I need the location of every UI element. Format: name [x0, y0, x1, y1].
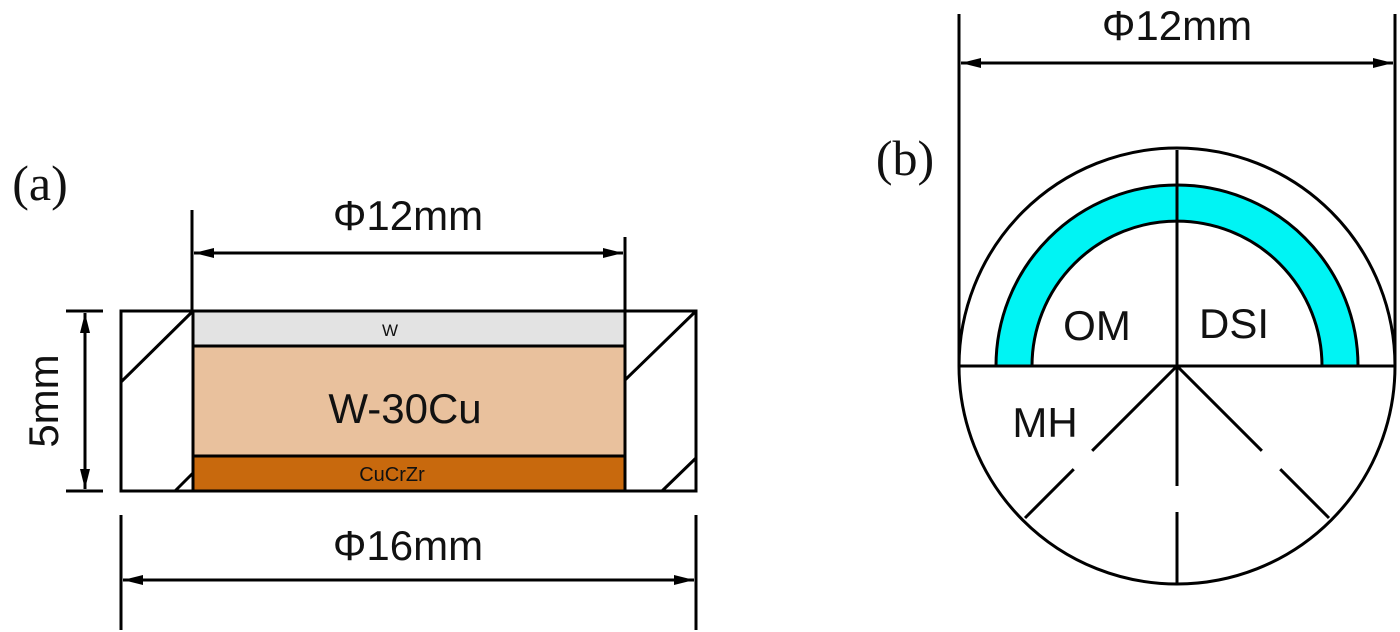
height-dimension-line: [66, 309, 103, 493]
w-layer-label: W: [382, 321, 398, 340]
panel-b-label: (b): [876, 130, 934, 186]
holder-hatching: [119, 309, 698, 493]
panel-a-label: (a): [12, 155, 68, 211]
bottom-dimension-line: [119, 515, 698, 630]
region-dsi-label: DSI: [1199, 300, 1269, 347]
cucrzr-layer: [191, 454, 627, 493]
region-mh-label: MH: [1012, 399, 1077, 446]
top-dimension-label: Φ12mm: [333, 192, 483, 239]
panel-a: (a) W W-30Cu CuCrZr Φ12mm Φ16: [12, 155, 698, 630]
surface-ring: [994, 183, 1360, 368]
panel-b: (b) Φ12mm OM DSI MH: [876, 2, 1397, 586]
bottom-dimension-label: Φ16mm: [333, 522, 483, 569]
b-top-dimension-line: [957, 14, 1397, 366]
cut-lines: [1023, 364, 1331, 584]
b-top-dimension-label: Φ12mm: [1102, 2, 1252, 49]
w30cu-layer-label: W-30Cu: [328, 385, 481, 432]
top-dimension-line: [190, 210, 627, 311]
region-om-label: OM: [1063, 302, 1131, 349]
w-layer: [191, 309, 627, 348]
height-dimension-label: 5mm: [20, 354, 67, 447]
cucrzr-layer-label: CuCrZr: [359, 464, 425, 486]
